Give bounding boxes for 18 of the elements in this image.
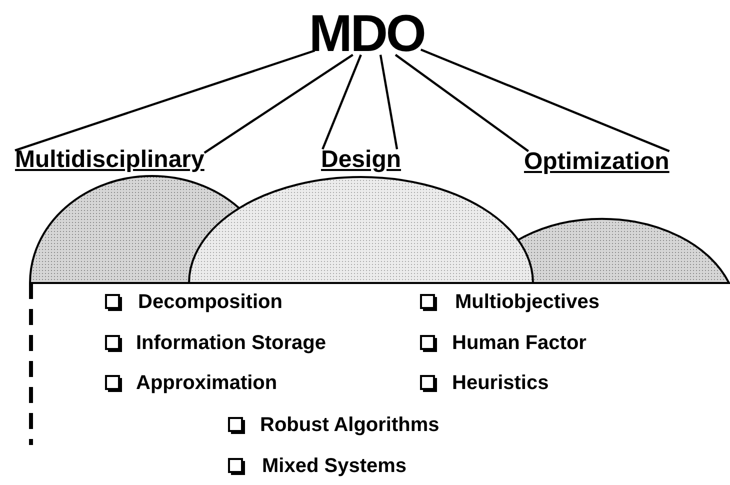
checklist-item: Mixed Systems <box>262 456 407 476</box>
checklist-item: Heuristics <box>452 373 549 393</box>
checklist-item: Information Storage <box>136 333 326 353</box>
connector-line <box>420 48 670 152</box>
connector-line <box>14 50 316 152</box>
heading-text: MDO <box>309 8 424 60</box>
connector-line <box>322 54 362 150</box>
checklist-item: Decomposition <box>138 292 282 312</box>
checklist-item: Multiobjectives <box>455 292 600 312</box>
connector-line <box>394 54 529 152</box>
connector-line <box>204 54 354 154</box>
checklist-item: Human Factor <box>452 333 586 353</box>
connector-line <box>379 54 398 150</box>
checklist-item: Approximation <box>136 373 278 393</box>
underlined-word: Design <box>321 148 402 172</box>
underlined-word: Optimization <box>524 150 670 174</box>
checklist-item: Robust Algorithms <box>260 415 440 435</box>
underlined-word: Multidisciplinary <box>15 148 204 172</box>
